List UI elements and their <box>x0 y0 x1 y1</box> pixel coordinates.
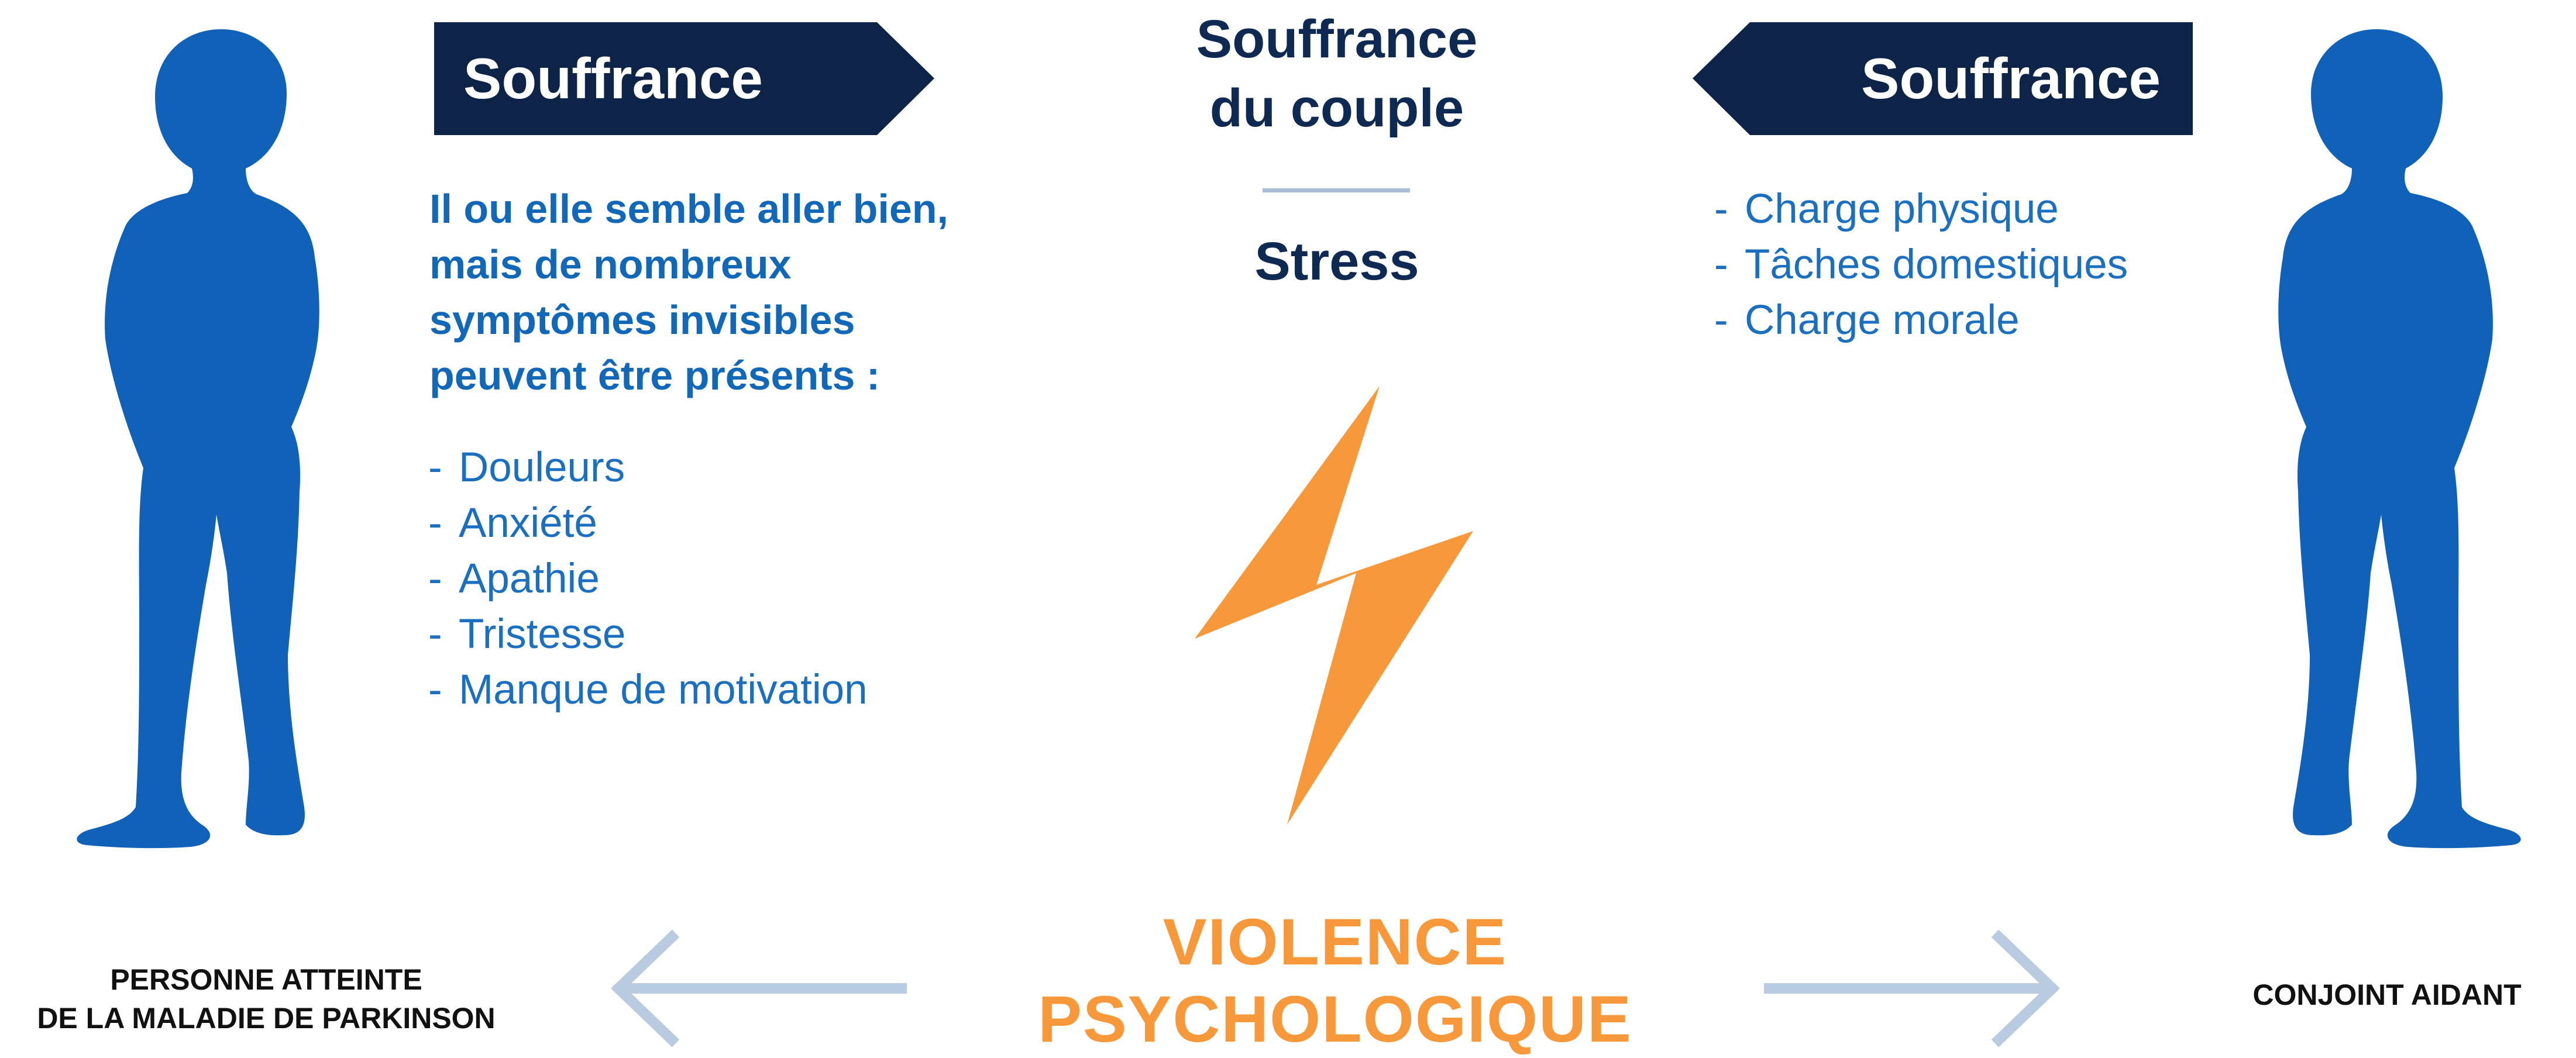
left-souffrance-banner: Souffrance <box>434 22 934 135</box>
list-item: -Tâches domestiques <box>1714 237 2128 292</box>
list-item: -Manque de motivation <box>428 662 868 718</box>
couple-suffering-title: Souffrance du couple <box>1074 5 1600 143</box>
symptom-label: Apathie <box>459 556 600 602</box>
list-dash: - <box>1714 242 1728 288</box>
person-silhouette-icon <box>2278 29 2521 849</box>
list-dash: - <box>428 611 442 657</box>
burden-label: Charge morale <box>1745 297 2020 343</box>
caregiver-caption: CONJOINT AIDANT <box>2252 978 2522 1011</box>
right-banner-label: Souffrance <box>1861 46 2161 111</box>
person-silhouette-icon <box>77 29 319 849</box>
lightning-bolt-icon <box>1194 386 1474 825</box>
list-dash: - <box>1714 186 1728 232</box>
right-souffrance-banner: Souffrance <box>1693 22 2193 135</box>
list-item: -Charge morale <box>1714 292 2128 348</box>
list-dash: - <box>428 667 442 713</box>
list-item: -Apathie <box>428 551 868 606</box>
violence-line-2: PSYCHOLOGIQUE <box>1038 983 1632 1056</box>
violence-line-1: VIOLENCE <box>1163 905 1508 978</box>
banner-arrow-shape <box>434 22 934 135</box>
caption-line-1: PERSONNE ATTEINTE <box>110 963 422 996</box>
list-dash: - <box>428 556 442 602</box>
right-person-figure <box>2235 23 2527 866</box>
left-intro-text: Il ou elle semble aller bien, mais de no… <box>429 186 948 398</box>
symptom-label: Douleurs <box>459 444 625 491</box>
patient-caption: PERSONNE ATTEINTE DE LA MALADIE DE PARKI… <box>0 960 532 1038</box>
list-dash: - <box>428 444 442 491</box>
burden-list: -Charge physique -Tâches domestiques -Ch… <box>1714 181 2128 348</box>
left-person-figure <box>70 23 363 866</box>
arrow-left-icon <box>611 930 910 1047</box>
list-dash: - <box>1714 297 1728 343</box>
arrow-right-icon <box>1761 930 2059 1047</box>
left-banner-label: Souffrance <box>463 46 763 111</box>
stress-label: Stress <box>1254 232 1419 291</box>
symptom-list: -Douleurs -Anxiété -Apathie -Tristesse -… <box>428 440 868 718</box>
banner-arrow-shape <box>1693 22 2193 135</box>
symptom-label: Anxiété <box>459 500 597 546</box>
symptom-label: Manque de motivation <box>459 667 868 713</box>
title-line-1: Souffrance <box>1196 9 1478 69</box>
title-line-2: du couple <box>1209 78 1464 138</box>
list-item: -Tristesse <box>428 606 868 662</box>
list-dash: - <box>428 500 442 546</box>
list-item: -Charge physique <box>1714 181 2128 237</box>
caption-line-2: DE LA MALADIE DE PARKINSON <box>37 1002 496 1035</box>
psychological-violence-label: VIOLENCE PSYCHOLOGIQUE <box>1013 904 1657 1058</box>
center-divider <box>1263 188 1410 192</box>
burden-label: Charge physique <box>1745 186 2059 232</box>
list-item: -Douleurs <box>428 440 868 495</box>
burden-label: Tâches domestiques <box>1745 242 2128 288</box>
symptom-label: Tristesse <box>459 611 626 657</box>
list-item: -Anxiété <box>428 495 868 551</box>
